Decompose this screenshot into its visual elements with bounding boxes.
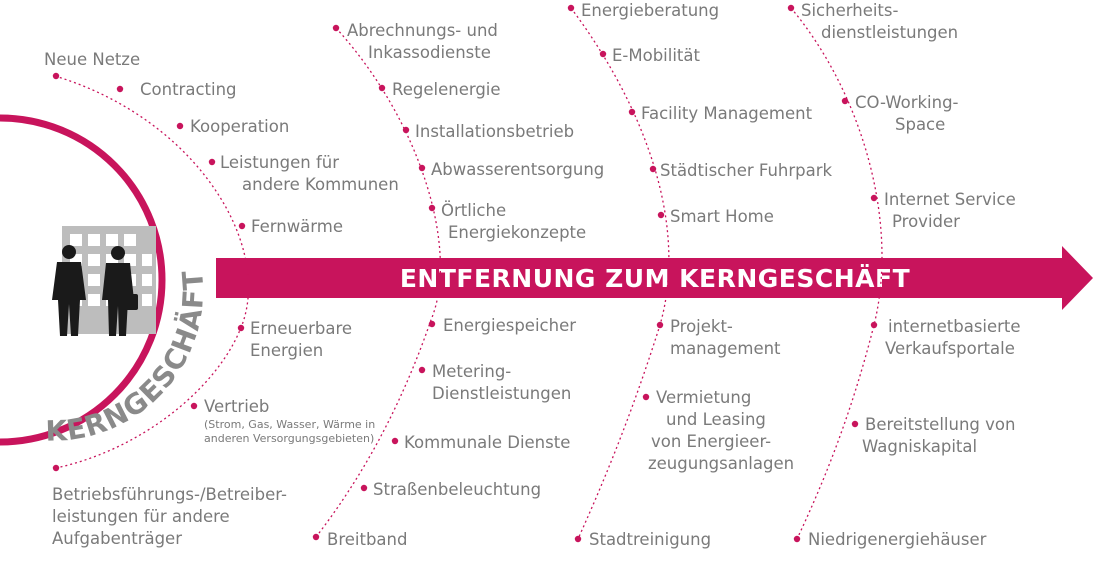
ring-1-item-6-dot	[237, 324, 245, 332]
ring-4-item-2-dot	[841, 97, 849, 105]
ring-2-item-8-label: Kommunale Dienste	[404, 433, 570, 452]
ring-3-item-8-dot	[574, 535, 582, 543]
ring-1-item-8-dot	[52, 464, 60, 472]
ring-2-item-9-label: Straßenbeleuchtung	[373, 480, 541, 499]
ring-2-item-7-dot	[418, 366, 426, 374]
ring-3-curve	[570, 7, 670, 540]
ring-1-item-3-label: Kooperation	[190, 117, 289, 136]
distance-arrow	[216, 246, 1093, 310]
ring-3-item-6-dot	[656, 321, 664, 329]
ring-1-item-5-label: Fernwärme	[251, 217, 343, 236]
ring-2-item-6-label: Energiespeicher	[443, 316, 576, 335]
ring-2-item-6-dot	[428, 320, 436, 328]
ring-2-item-3-label: Installationsbetrieb	[415, 122, 574, 141]
ring-3-item-3-dot	[628, 108, 636, 116]
ring-2-item-1-dot	[332, 24, 340, 32]
ring-2-item-10-label: Breitband	[327, 530, 407, 549]
ring-2-curve	[315, 27, 442, 538]
ring-1-item-5-dot	[238, 222, 246, 230]
ring-4-item-6-label: Niedrigenergiehäuser	[808, 530, 987, 549]
ring-4-item-6-dot	[793, 535, 801, 543]
ring-1-item-1-dot	[52, 72, 60, 80]
ring-3-item-2-label: E-Mobilität	[612, 46, 701, 65]
ring-4-item-3-dot	[870, 194, 878, 202]
ring-3-item-1-label: Energieberatung	[581, 1, 719, 20]
ring-2-item-5-dot	[428, 204, 436, 212]
arrow-label: ENTFERNUNG ZUM KERNGESCHÄFT	[400, 263, 910, 293]
ring-3-item-5-dot	[657, 211, 665, 219]
ring-1-item-8-label: Betriebsführungs-/Betreiber-leistungen f…	[52, 485, 287, 548]
ring-4-item-5-dot	[851, 420, 859, 428]
ring-2-item-4-label: Abwasserentsorgung	[431, 160, 604, 179]
ring-2-item-8-dot	[391, 437, 399, 445]
ring-3-item-2-dot	[599, 50, 607, 58]
ring-2-item-2-label: Regelenergie	[392, 80, 501, 99]
ring-1-item-1-label: Neue Netze	[44, 50, 140, 69]
ring-4-item-2-label: CO-Working-Space	[855, 93, 959, 134]
ring-2-item-7-label: Metering-Dienstleistungen	[432, 362, 571, 403]
ring-1-curve	[54, 75, 250, 469]
ring-1-item-7-label: Vertrieb	[204, 397, 269, 416]
ring-1-item-4-dot	[208, 158, 216, 166]
core-business-arc	[0, 114, 166, 446]
ring-3-item-8-label: Stadtreinigung	[589, 530, 711, 549]
ring-1-item-2-dot	[116, 85, 124, 93]
ring-3-item-1-dot	[567, 4, 575, 12]
ring-3-item-7-dot	[642, 393, 650, 401]
ring-4-item-4-dot	[870, 321, 878, 329]
business-people-icon	[52, 245, 138, 336]
ring-2-item-10-dot	[312, 533, 320, 541]
ring-items: Neue NetzeContractingKooperationLeistung…	[44, 1, 1021, 549]
ring-2-item-3-dot	[402, 126, 410, 134]
ring-1-item-3-dot	[176, 122, 184, 130]
ring-3-item-6-label: Projekt-management	[670, 317, 781, 358]
ring-3-item-5-label: Smart Home	[670, 207, 774, 226]
ring-2-item-9-dot	[360, 484, 368, 492]
ring-4-curve	[790, 7, 883, 540]
ring-4-item-1-dot	[787, 4, 795, 12]
ring-3-item-3-label: Facility Management	[641, 104, 813, 123]
ring-2-item-2-dot	[378, 84, 386, 92]
ring-2-item-4-dot	[418, 164, 426, 172]
ring-3-item-4-dot	[649, 165, 657, 173]
ring-3-item-4-label: Städtischer Fuhrpark	[660, 161, 833, 180]
ring-1-item-2-label: Contracting	[140, 80, 237, 99]
ring-1-item-7-dot	[190, 402, 198, 410]
ring-4-item-1-label: Sicherheits-dienstleistungen	[801, 1, 958, 42]
